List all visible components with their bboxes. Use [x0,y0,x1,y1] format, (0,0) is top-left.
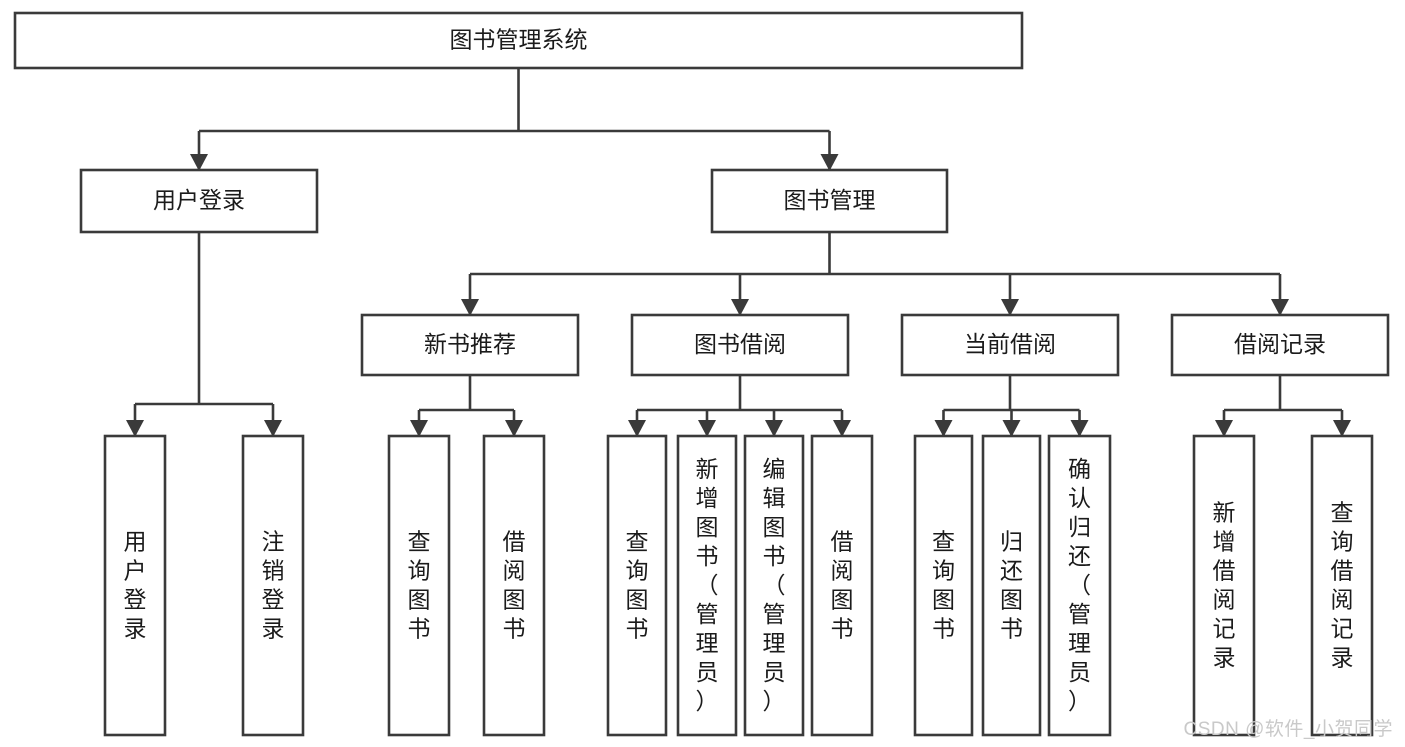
node-level2-0[interactable]: 用户登录 [79,168,319,234]
arrow-head-icon [765,420,783,437]
watermark: CSDN @软件_小贺同学 [1183,719,1393,740]
node-leaf-0-label: 用户登录 [124,529,147,642]
node-leaf-2-rect [387,434,451,737]
node-leaf-8-label: 查询图书 [932,529,955,642]
node-leaf-5-rect [676,434,738,737]
node-leaf-3-label: 借阅图书 [503,529,526,642]
node-level3-0[interactable]: 新书推荐 [360,313,580,377]
arrow-head-icon [410,420,428,437]
node-level3-1-label: 图书借阅 [694,331,786,357]
node-leaf-3[interactable]: 借阅图书 [482,434,546,737]
node-leaf-6[interactable]: 编辑图书（管理员） [743,434,805,737]
arrow-head-icon [1070,420,1089,437]
node-leaf-4-label: 查询图书 [626,529,649,642]
node-leaf-1-label: 注销登录 [262,529,285,642]
arrow-head-icon [731,299,749,316]
node-level2-0-label: 用户登录 [153,187,245,213]
arrow-head-icon [1002,420,1021,437]
node-leaf-3-rect [482,434,546,737]
node-leaf-8-rect [913,434,974,737]
node-level3-2[interactable]: 当前借阅 [900,313,1120,377]
node-level2-1-label: 图书管理 [784,187,876,213]
node-leaf-0-rect [103,434,167,737]
arrow-head-icon [628,420,646,437]
arrow-head-icon [1271,299,1289,316]
nodes-layer: 图书管理系统用户登录图书管理新书推荐图书借阅当前借阅借阅记录用户登录注销登录查询… [13,11,1390,737]
node-leaf-10-rect [1047,434,1112,737]
arrow-head-icon [820,154,839,171]
arrow-head-icon [461,299,479,316]
arrow-head-icon [833,420,851,437]
node-leaf-7-rect [810,434,874,737]
node-leaf-2-label: 查询图书 [408,529,431,642]
node-root-label: 图书管理系统 [450,27,588,53]
node-leaf-2[interactable]: 查询图书 [387,434,451,737]
node-level3-3[interactable]: 借阅记录 [1170,313,1390,377]
node-leaf-0[interactable]: 用户登录 [103,434,167,737]
node-leaf-5[interactable]: 新增图书（管理员） [676,434,738,737]
node-level3-2-label: 当前借阅 [964,331,1056,357]
arrow-head-icon [1215,420,1233,437]
node-leaf-7[interactable]: 借阅图书 [810,434,874,737]
arrow-head-icon [698,420,716,437]
arrow-head-icon [190,154,208,171]
node-leaf-9-rect [981,434,1042,737]
node-leaf-10-label: 确认归还（管理员） [1068,456,1091,714]
node-leaf-6-label: 编辑图书（管理员） [763,456,786,714]
node-level2-1-rect [710,168,949,234]
node-leaf-4-rect [606,434,668,737]
connectors-layer [126,68,1351,437]
node-leaf-11-label: 新增借阅记录 [1213,500,1236,671]
node-leaf-1-rect [241,434,305,737]
node-leaf-7-label: 借阅图书 [831,529,854,642]
node-level3-1[interactable]: 图书借阅 [630,313,850,377]
node-leaf-11-rect [1192,434,1256,737]
arrow-head-icon [1001,299,1019,316]
node-leaf-5-label: 新增图书（管理员） [696,456,719,714]
arrow-head-icon [126,420,144,437]
node-leaf-6-rect [743,434,805,737]
node-leaf-9[interactable]: 归还图书 [981,434,1042,737]
node-level3-2-rect [900,313,1120,377]
node-leaf-12[interactable]: 查询借阅记录 [1310,434,1374,737]
node-root[interactable]: 图书管理系统 [13,11,1024,70]
arrow-head-icon [264,420,282,437]
node-level3-3-label: 借阅记录 [1234,331,1326,357]
node-level3-0-rect [360,313,580,377]
arrow-head-icon [1333,420,1351,437]
node-leaf-8[interactable]: 查询图书 [913,434,974,737]
node-level2-0-rect [79,168,319,234]
node-level2-1[interactable]: 图书管理 [710,168,949,234]
node-leaf-11[interactable]: 新增借阅记录 [1192,434,1256,737]
node-leaf-12-label: 查询借阅记录 [1331,500,1354,671]
node-level3-3-rect [1170,313,1390,377]
node-leaf-10[interactable]: 确认归还（管理员） [1047,434,1112,737]
arrow-head-icon [934,420,953,437]
node-leaf-1[interactable]: 注销登录 [241,434,305,737]
node-leaf-9-label: 归还图书 [1000,529,1023,642]
node-level3-0-label: 新书推荐 [424,331,516,357]
node-level3-1-rect [630,313,850,377]
node-leaf-12-rect [1310,434,1374,737]
arrow-head-icon [505,420,523,437]
node-root-rect [13,11,1024,70]
node-leaf-4[interactable]: 查询图书 [606,434,668,737]
